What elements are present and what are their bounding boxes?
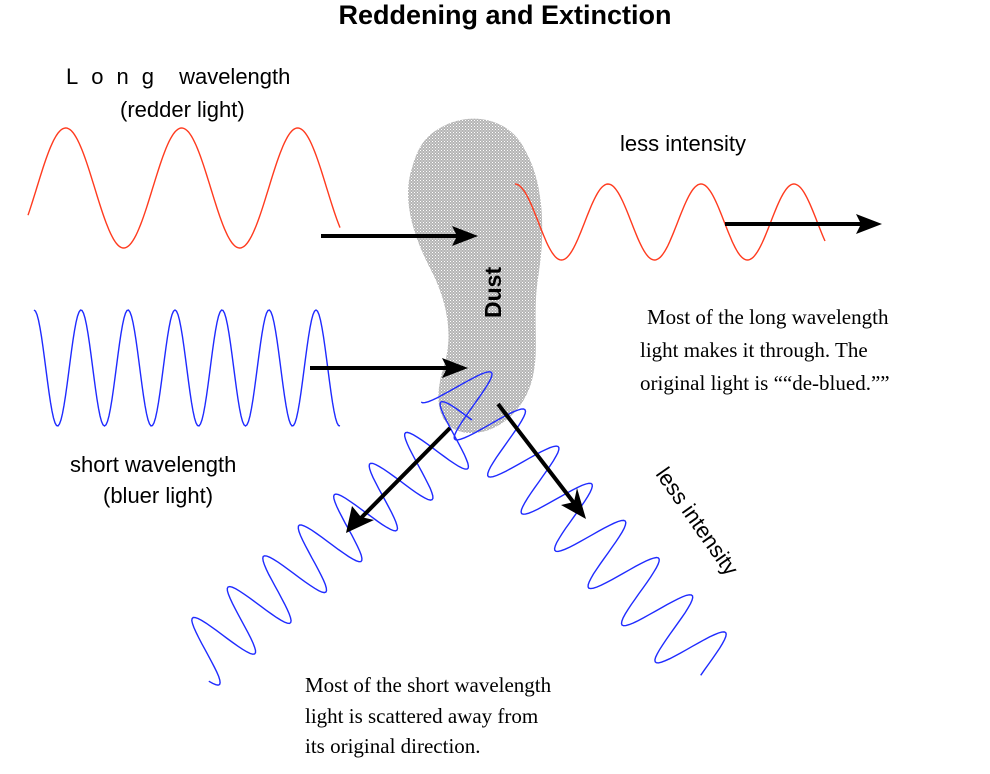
transmitted-intensity-label: less intensity [620,131,746,156]
short-wave-scattered-right [420,371,727,676]
arrow-scatter-right [496,402,576,505]
arrow-scatter-right-head [561,488,586,519]
long-wavelength-label-long: Long [66,64,167,89]
short-wavelength-label: short wavelength [70,452,236,477]
dust-cloud [408,118,543,434]
dust-label: Dust [480,267,506,318]
redder-light-label: (redder light) [120,97,245,122]
scattered-intensity-label: less intensity [651,463,744,581]
long-wavelength-label-rest: wavelength [178,64,290,89]
short-wave-scattered-left [191,400,473,686]
arrow-short-in-head [442,358,468,378]
transmitted-caption-line-3: original light is ““de-blued.”” [640,371,890,395]
arrow-scatter-left [358,426,452,521]
arrow-scatter-left-head [346,506,374,533]
arrow-long-in-head [452,226,478,246]
scattered-caption-line-3: its original direction. [305,734,481,758]
transmitted-caption-line-1: Most of the long wavelength [647,305,889,329]
arrow-long-out-head [856,214,882,234]
bluer-light-label: (bluer light) [103,483,213,508]
long-wave-incoming [27,127,341,249]
long-wave-transmitted [514,183,826,261]
scattered-caption-line-2: light is scattered away from [305,704,538,728]
scattered-caption-line-1: Most of the short wavelength [305,673,552,697]
diagram-title: Reddening and Extinction [338,0,671,30]
long-wavelength-label: Long wavelength [66,64,290,89]
transmitted-caption-line-2: light makes it through. The [640,338,868,362]
short-wave-incoming [33,309,341,427]
